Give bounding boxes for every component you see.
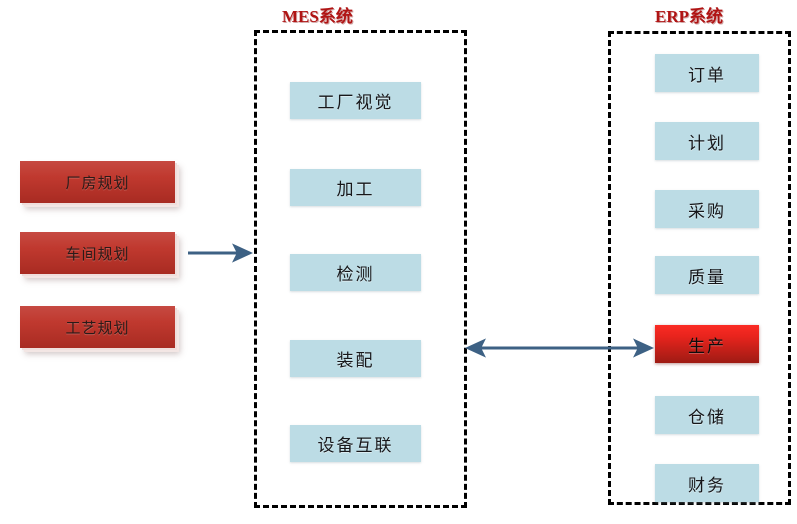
erp-module-label: 订单 [688, 65, 726, 85]
mes-module-label: 检测 [336, 265, 375, 284]
mes-module-machining[interactable]: 加工 [290, 169, 421, 206]
planning-chip-label: 车间规划 [65, 244, 130, 263]
mes-module-assembly[interactable]: 装配 [290, 340, 421, 377]
planning-chip-label: 工艺规划 [65, 318, 130, 337]
erp-module-label: 采购 [688, 201, 726, 221]
mes-module-label: 工厂视觉 [317, 93, 394, 112]
erp-module-label: 仓储 [688, 407, 726, 427]
planning-chip-factory[interactable]: 厂房规划 [20, 161, 175, 203]
erp-system-title: ERP系统 [655, 7, 723, 26]
mes-module-label: 设备互联 [317, 436, 394, 455]
erp-system-container [608, 31, 791, 505]
erp-module-warehouse[interactable]: 仓储 [655, 396, 759, 434]
mes-module-inspection[interactable]: 检测 [290, 254, 421, 291]
erp-module-finance[interactable]: 财务 [655, 464, 759, 502]
erp-module-label: 计划 [688, 133, 726, 153]
erp-module-label: 质量 [688, 267, 726, 287]
erp-module-production[interactable]: 生产 [655, 325, 759, 363]
mes-module-label: 加工 [336, 180, 375, 199]
mes-module-factory-vision[interactable]: 工厂视觉 [290, 82, 421, 119]
planning-chip-label: 厂房规划 [65, 173, 130, 192]
planning-chip-process[interactable]: 工艺规划 [20, 306, 175, 348]
erp-module-order[interactable]: 订单 [655, 54, 759, 92]
erp-module-plan[interactable]: 计划 [655, 122, 759, 160]
planning-chip-workshop[interactable]: 车间规划 [20, 232, 175, 274]
mes-module-label: 装配 [336, 351, 375, 370]
mes-system-container [254, 30, 467, 508]
erp-module-purchasing[interactable]: 采购 [655, 190, 759, 228]
erp-module-label: 财务 [688, 475, 726, 495]
erp-module-quality[interactable]: 质量 [655, 256, 759, 294]
erp-module-label: 生产 [688, 336, 726, 356]
mes-module-equipment-interconnection[interactable]: 设备互联 [290, 425, 421, 462]
mes-system-title: MES系统 [282, 7, 353, 26]
